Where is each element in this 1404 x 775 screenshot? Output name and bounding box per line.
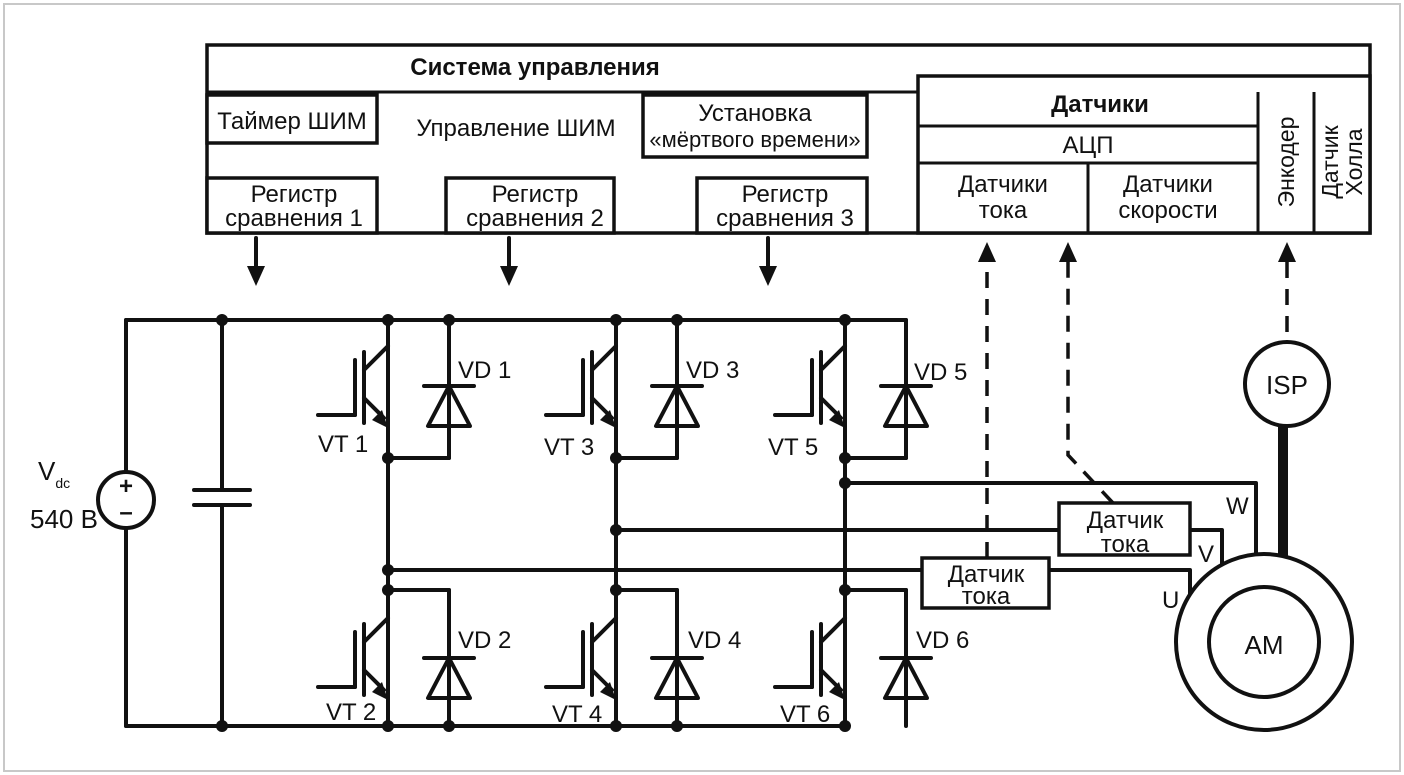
figure-frame [3,3,1401,772]
isp-label: ISP [1266,370,1308,400]
vd2-symbol [422,656,476,700]
current-sensors-line2: тока [979,197,1028,224]
adc-label: АЦП [1062,132,1113,159]
vt4-label: VT 4 [552,701,602,728]
vd2-label: VD 2 [458,627,511,654]
vt2-label: VT 2 [326,699,376,726]
vd1-label: VD 1 [458,357,511,384]
speed-sensors-line2: скорости [1118,197,1217,224]
bridge-leg-3 [839,314,908,732]
compare-register-3 [695,176,869,235]
pwm-timer-label: Таймер ШИМ [217,108,366,135]
current-sensor-2-line2: тока [1101,531,1150,558]
cmp1-line1: Регистр [251,181,338,208]
cmp1-line2: сравнения 1 [225,205,363,232]
vdc-voltage: 540 В [30,504,98,534]
current-sensor-2-line1: Датчик [1087,507,1164,534]
vt3-label: VT 3 [544,434,594,461]
vd4-symbol [650,656,704,700]
phase-u-label: U [1162,587,1179,614]
vd4-label: VD 4 [688,627,741,654]
compare-register-1 [205,176,379,235]
feedback-arrows [978,242,1296,558]
control-arrows [247,236,777,286]
vd3-label: VD 3 [686,357,739,384]
vt1-label: VT 1 [318,431,368,458]
sensors-title: Датчики [1051,91,1149,118]
deadtime-line1: Установка [698,100,812,127]
speed-sensors-line1: Датчики [1123,171,1213,198]
vd3-symbol [650,384,704,428]
phase-wiring [386,481,1258,602]
control-system-title: Система управления [410,54,660,81]
vd1-symbol [422,384,476,428]
current-sensor-1-line2: тока [962,583,1011,610]
vt4-symbol [544,616,618,700]
vd5-label: VD 5 [914,359,967,386]
deadtime-box [641,93,869,159]
motor: AM [1174,552,1354,732]
dc-voltage-source: + – [96,470,156,530]
hall-sensor-line1: Датчик [1317,124,1343,198]
vt6-label: VT 6 [780,701,830,728]
current-sensor-2: Датчик тока [1057,501,1192,558]
cmp3-line1: Регистр [742,181,829,208]
sensors-block: Датчики АЦП Датчики тока Датчики скорост… [916,74,1372,235]
cmp2-line1: Регистр [492,181,579,208]
compare-register-2 [444,176,616,235]
vt3-symbol [544,344,618,428]
current-sensors-line1: Датчики [958,171,1048,198]
hall-sensor-line2: Холла [1341,128,1367,195]
encoder-label: Энкодер [1273,117,1299,208]
vt5-symbol [773,344,847,428]
minus-icon: – [119,499,132,526]
vd6-label: VD 6 [916,627,969,654]
cmp2-line2: сравнения 2 [466,205,604,232]
vdc-label: Vdc [38,456,70,491]
dc-link-capacitor [192,488,252,507]
vt5-label: VT 5 [768,434,818,461]
pwm-control-label: Управление ШИМ [416,115,615,142]
cmp3-line2: сравнения 3 [716,205,854,232]
vd5-symbol [879,384,933,428]
vt1-symbol [316,344,390,428]
isp-sensor: ISP [1243,340,1331,428]
current-sensor-1-line1: Датчик [948,561,1025,588]
motor-label: AM [1245,630,1284,660]
deadtime-line2: «мёртвого времени» [649,127,860,152]
dc-bus [124,314,908,732]
phase-w-label: W [1226,493,1249,520]
phase-v-label: V [1198,541,1214,568]
vt6-symbol [773,616,847,700]
vt2-symbol [316,616,390,700]
plus-icon: + [119,473,133,500]
current-sensor-1: Датчик тока [920,556,1051,610]
vd6-symbol [879,656,933,700]
pwm-timer-box [205,93,379,145]
